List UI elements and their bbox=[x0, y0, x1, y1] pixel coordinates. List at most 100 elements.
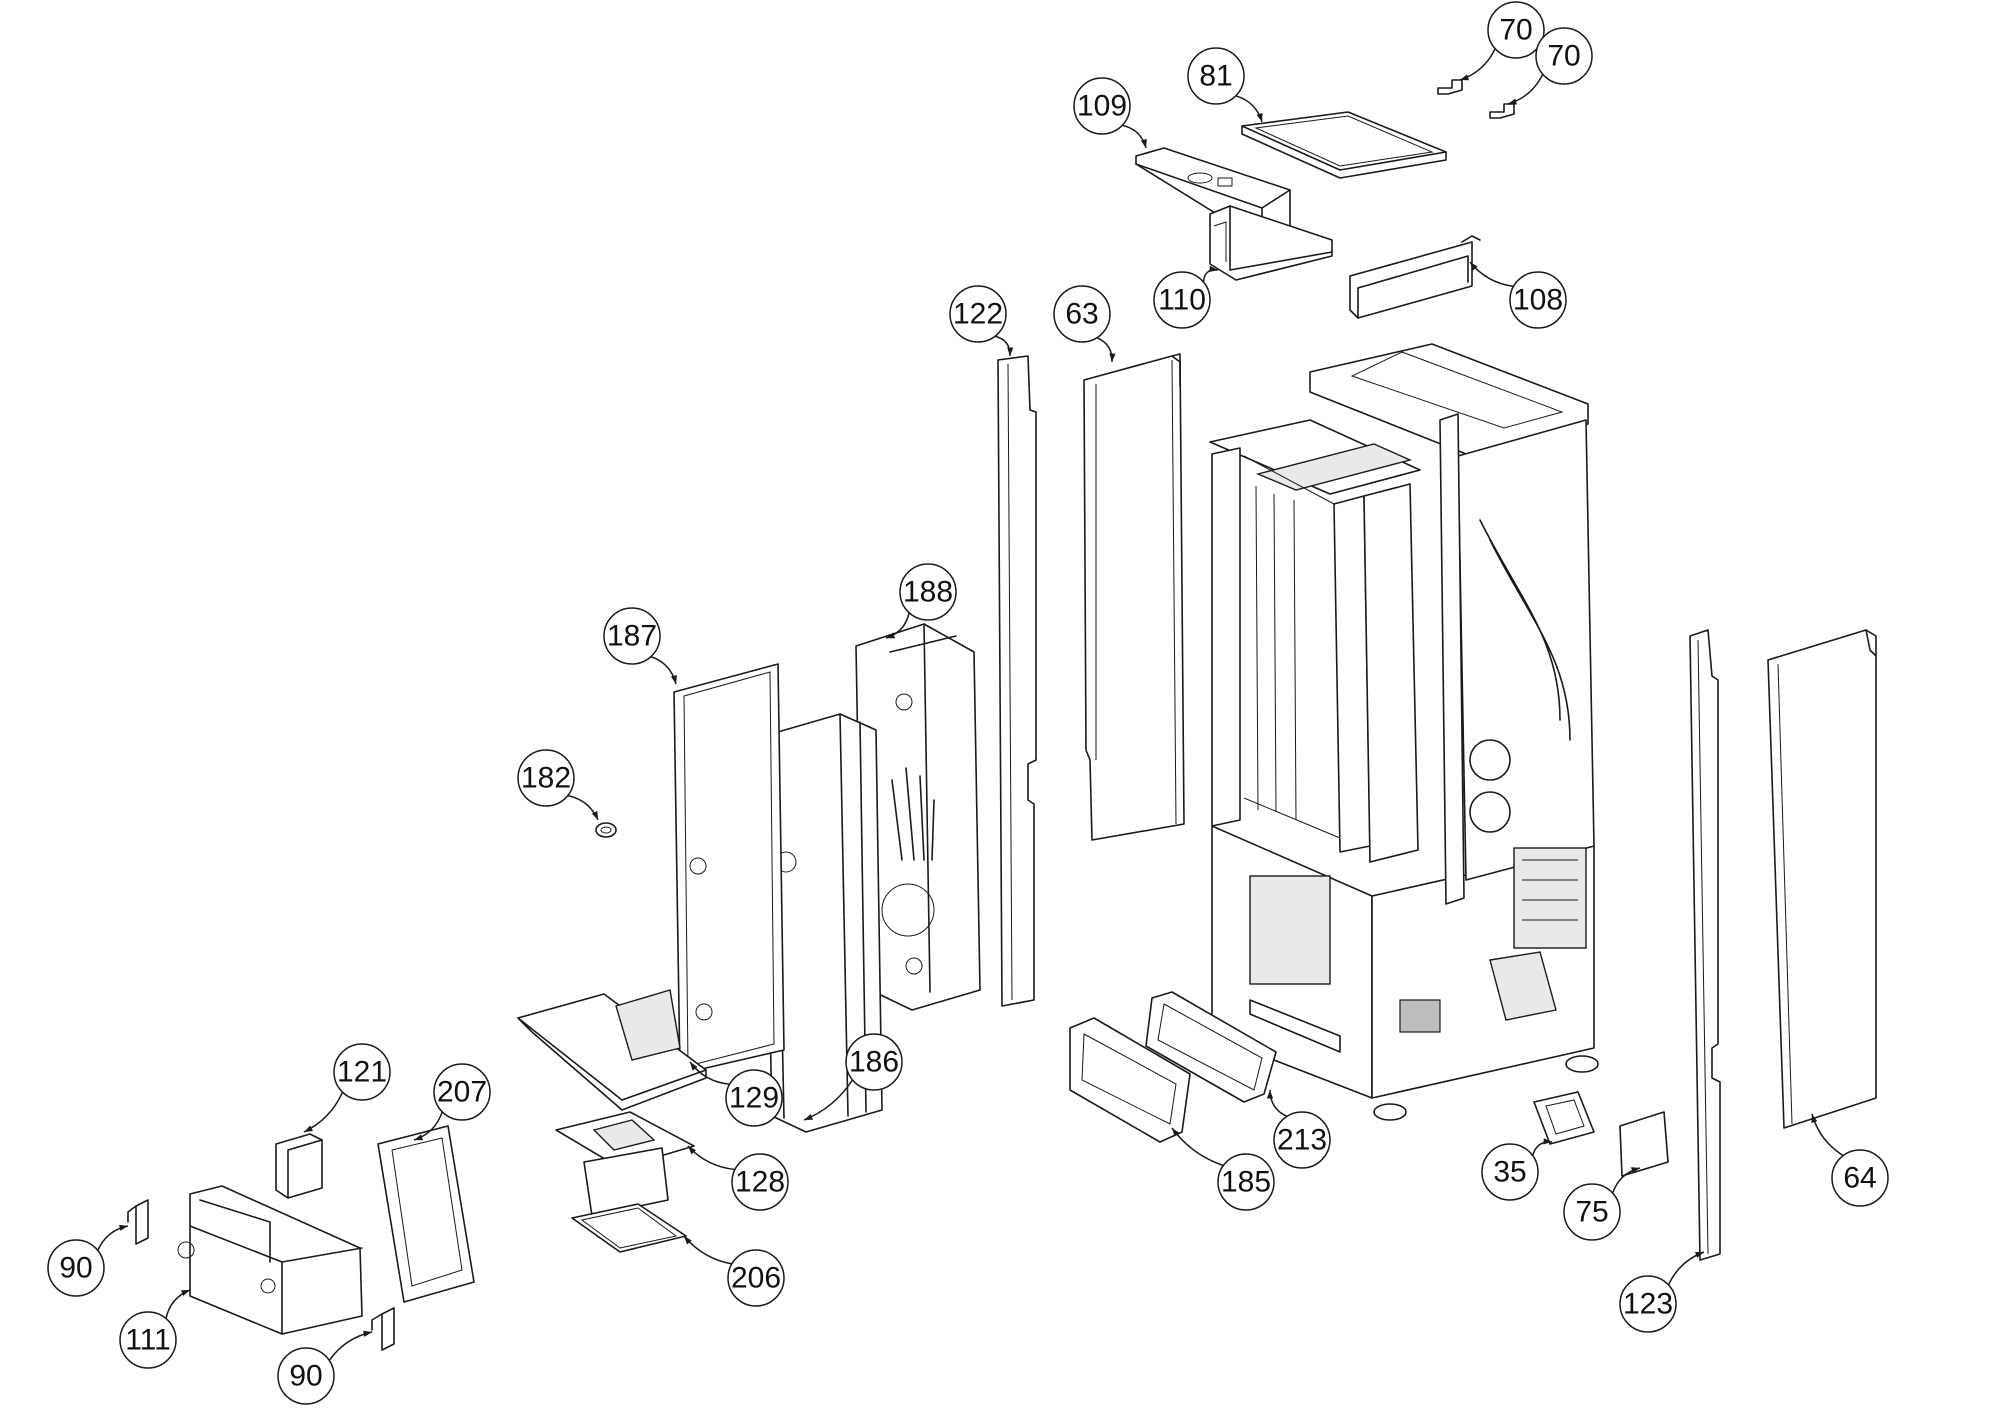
callout-number: 207 bbox=[437, 1076, 487, 1109]
callout-circle bbox=[899, 563, 957, 621]
callout-number: 128 bbox=[735, 1166, 785, 1199]
leader-line-64 bbox=[1811, 1113, 1844, 1157]
part-213-gasket bbox=[1145, 991, 1277, 1103]
callout-number: 64 bbox=[1843, 1162, 1876, 1195]
leader-arrow-213 bbox=[1266, 1090, 1274, 1099]
part-123-side-rail bbox=[1689, 629, 1721, 1261]
leader-line-123 bbox=[1667, 1251, 1705, 1286]
callout-circle bbox=[603, 607, 661, 665]
callout-circle bbox=[1481, 1143, 1539, 1201]
callout-182: 182 bbox=[517, 749, 575, 807]
leader-line-90 bbox=[328, 1331, 373, 1361]
leader-arrow-206 bbox=[684, 1236, 692, 1245]
leader-line-213 bbox=[1269, 1089, 1288, 1118]
callout-circle bbox=[1535, 27, 1593, 85]
leader-arrow-90 bbox=[119, 1224, 128, 1231]
callout-185: 185 bbox=[1217, 1153, 1275, 1211]
leader-line-108 bbox=[1469, 261, 1514, 288]
callout-number: 75 bbox=[1575, 1196, 1608, 1229]
part-35-flange bbox=[1533, 1091, 1595, 1145]
callout-122: 122 bbox=[949, 285, 1007, 343]
callout-circle bbox=[1563, 1183, 1621, 1241]
leader-line-109 bbox=[1122, 124, 1147, 149]
leader-line-35 bbox=[1532, 1141, 1553, 1156]
part-206-gasket bbox=[571, 1203, 687, 1253]
callout-187: 187 bbox=[603, 607, 661, 665]
leader-line-182 bbox=[567, 794, 599, 821]
callout-circle bbox=[333, 1043, 391, 1101]
callout-number: 188 bbox=[903, 576, 953, 609]
callout-number: 185 bbox=[1221, 1166, 1271, 1199]
callout-circle bbox=[1053, 285, 1111, 343]
callout-circle bbox=[725, 1069, 783, 1127]
leader-arrow-90 bbox=[363, 1330, 372, 1337]
main-cabinet-frame bbox=[1209, 343, 1599, 1121]
callout-90: 90 bbox=[277, 1347, 335, 1405]
part-207-frame bbox=[377, 1125, 475, 1303]
callout-110: 110 bbox=[1153, 271, 1211, 329]
callout-number: 186 bbox=[849, 1046, 899, 1079]
part-110-chute bbox=[1209, 205, 1333, 281]
callout-number: 109 bbox=[1077, 90, 1127, 123]
leader-arrow-121 bbox=[304, 1125, 313, 1132]
leader-arrow-109 bbox=[1140, 139, 1147, 148]
callout-70: 70 bbox=[1487, 1, 1545, 59]
callout-number: 122 bbox=[953, 298, 1003, 331]
callout-63: 63 bbox=[1053, 285, 1111, 343]
callout-121: 121 bbox=[333, 1043, 391, 1101]
callout-75: 75 bbox=[1563, 1183, 1621, 1241]
leader-line-128 bbox=[687, 1145, 736, 1171]
leader-arrow-70 bbox=[1508, 98, 1517, 105]
leader-arrow-63 bbox=[1109, 353, 1116, 362]
callout-circle bbox=[1487, 1, 1545, 59]
callout-number: 108 bbox=[1513, 284, 1563, 317]
callout-81: 81 bbox=[1187, 47, 1245, 105]
part-81-top-cover bbox=[1241, 111, 1447, 179]
part-182-knob bbox=[595, 822, 617, 838]
callout-number: 35 bbox=[1493, 1156, 1526, 1189]
part-185-window-plate bbox=[1069, 1017, 1191, 1143]
callout-128: 128 bbox=[731, 1153, 789, 1211]
leader-lines bbox=[97, 48, 1844, 1361]
callout-number: 70 bbox=[1547, 40, 1580, 73]
leader-line-111 bbox=[165, 1289, 191, 1319]
leader-arrow-185 bbox=[1172, 1128, 1180, 1137]
callout-circle bbox=[517, 749, 575, 807]
callout-188: 188 bbox=[899, 563, 957, 621]
part-64-side-panel bbox=[1767, 629, 1877, 1129]
part-187-door-gasket bbox=[673, 663, 785, 1075]
callout-circle bbox=[1187, 47, 1245, 105]
callout-circle bbox=[1153, 271, 1211, 329]
part-111-ash-box bbox=[177, 1185, 363, 1335]
part-63-side-panel bbox=[1083, 353, 1185, 841]
callout-circle bbox=[949, 285, 1007, 343]
leader-line-187 bbox=[650, 655, 677, 685]
leader-arrow-187 bbox=[670, 675, 677, 684]
leader-line-122 bbox=[994, 335, 1011, 357]
leader-arrow-123 bbox=[1695, 1252, 1704, 1258]
leader-arrow-129 bbox=[690, 1062, 698, 1071]
callout-circle bbox=[1831, 1149, 1889, 1207]
callout-number: 182 bbox=[521, 762, 571, 795]
leader-arrow-122 bbox=[1007, 347, 1014, 356]
callout-186: 186 bbox=[845, 1033, 903, 1091]
callout-213: 213 bbox=[1273, 1111, 1331, 1169]
callout-123: 123 bbox=[1619, 1275, 1677, 1333]
leader-line-70 bbox=[1507, 73, 1544, 105]
callout-207: 207 bbox=[433, 1063, 491, 1121]
part-90-bracket-a bbox=[127, 1199, 149, 1245]
part-129-burn-pot bbox=[517, 989, 707, 1111]
callout-70: 70 bbox=[1535, 27, 1593, 85]
callout-129: 129 bbox=[725, 1069, 783, 1127]
part-108-channel bbox=[1349, 235, 1481, 319]
leader-arrow-110 bbox=[1209, 265, 1218, 273]
callout-number: 70 bbox=[1499, 14, 1532, 47]
callout-circle bbox=[47, 1239, 105, 1297]
leader-arrow-70 bbox=[1460, 74, 1469, 81]
callout-number: 213 bbox=[1277, 1124, 1327, 1157]
leader-line-90 bbox=[97, 1225, 129, 1251]
leader-arrow-81 bbox=[1256, 113, 1263, 122]
callout-64: 64 bbox=[1831, 1149, 1889, 1207]
leader-line-63 bbox=[1096, 337, 1113, 363]
part-122-side-rail bbox=[997, 355, 1037, 1007]
